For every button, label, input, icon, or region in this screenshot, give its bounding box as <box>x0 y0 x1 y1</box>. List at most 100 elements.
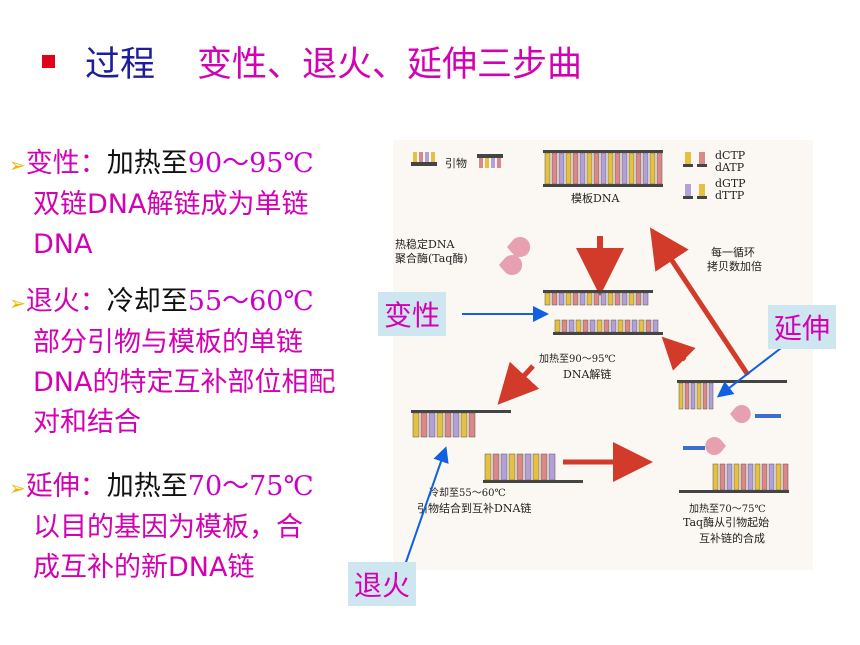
base-pair-bar <box>565 292 572 306</box>
base-pair-bar <box>532 453 540 481</box>
enzyme-icon <box>499 255 523 275</box>
anneal-label: 引物结合到互补DNA链 <box>417 501 531 515</box>
base-pair-bar <box>575 319 582 333</box>
base-pair-bar <box>621 292 628 306</box>
step-name: 延伸： <box>25 471 107 502</box>
extend-label: 加热至70～75℃ <box>689 502 766 515</box>
base-pair-bar <box>579 292 586 306</box>
bullet-arrow-icon: ➢ <box>9 153 26 177</box>
step-line: 部分引物与模板的单链 <box>33 327 303 358</box>
base-pair-bar <box>558 152 565 185</box>
base-pair-bar <box>768 463 775 491</box>
base-pair-bar <box>678 382 684 410</box>
base-pair-bar <box>551 292 558 306</box>
base-pair-bar <box>684 382 690 410</box>
annealed-dna <box>411 410 583 483</box>
step-line: 以目的基因为模板，合 <box>33 512 303 543</box>
base-pair-bar <box>747 463 754 491</box>
base-pair-bar <box>617 319 624 333</box>
enzyme-label: 聚合酶(Taq酶) <box>395 251 468 265</box>
base-pair-bar <box>558 292 565 306</box>
base-pair-bar <box>761 463 768 491</box>
denatured-dna <box>543 290 663 335</box>
base-pair-bar <box>582 319 589 333</box>
base-pair-bar <box>572 152 579 185</box>
base-pair-bar <box>460 412 468 438</box>
base-pair-bar <box>554 319 561 333</box>
callout-denature: 变性 <box>378 292 447 336</box>
dntp-label: dATP <box>715 161 745 174</box>
base-pair-bar <box>754 463 761 491</box>
base-pair-bar <box>524 453 532 481</box>
base-pair-bar <box>719 463 726 491</box>
base-pair-bar <box>607 152 614 185</box>
extend-label: Taq酶从引物起始 <box>683 515 769 529</box>
base-pair-bar <box>708 382 714 410</box>
base-pair-bar <box>568 319 575 333</box>
base-pair-bar <box>516 453 524 481</box>
base-pair-bar <box>607 292 614 306</box>
base-pair-bar <box>452 412 460 438</box>
base-pair-bar <box>540 453 548 481</box>
step-line: 成互补的新DNA链 <box>33 552 255 583</box>
base-pair-bar <box>544 292 551 306</box>
base-pair-bar <box>656 152 663 185</box>
step-extend: ➢延伸：加热至70～75℃ 以目的基因为模板，合 成互补的新DNA链 <box>9 467 314 588</box>
pcr-diagram: 引物 模板DNA dCTP dATP dGTP dTTP 热稳定DNA 聚合酶(… <box>393 140 813 570</box>
step-desc: 冷却至 <box>106 286 188 317</box>
flow-arrow <box>661 336 696 371</box>
base-pair-bar <box>635 152 642 185</box>
template-dna-icon <box>543 150 663 187</box>
flow-arrow <box>497 361 540 405</box>
base-pair-bar <box>635 292 642 306</box>
base-pair-bar <box>614 152 621 185</box>
base-pair-bar <box>586 292 593 306</box>
step-name: 变性： <box>25 148 107 179</box>
step-desc: 加热至 <box>106 471 188 502</box>
base-pair-bar <box>614 292 621 306</box>
enzyme-icon <box>507 237 531 257</box>
step-denature: ➢变性：加热至90～95℃ 双链DNA解链成为单链 DNA <box>9 144 314 265</box>
dntp-label: dCTP <box>715 149 746 162</box>
base-pair-bar <box>642 292 649 306</box>
step-temp: 55～60℃ <box>187 286 314 317</box>
base-pair-bar <box>565 152 572 185</box>
cycle-label: 拷贝数加倍 <box>707 259 762 273</box>
base-pair-bar <box>468 412 476 438</box>
step-name: 退火： <box>25 286 107 317</box>
base-pair-bar <box>492 453 500 481</box>
base-pair-bar <box>702 382 708 410</box>
primer-icon <box>411 152 503 168</box>
template-label: 模板DNA <box>571 191 620 205</box>
anneal-label: 冷却至55～60℃ <box>429 486 506 499</box>
base-pair-bar <box>733 463 740 491</box>
step-anneal: ➢退火：冷却至55～60℃ 部分引物与模板的单链 DNA的特定互补部位相配 对和… <box>9 282 335 443</box>
cycle-label: 每一循环 <box>711 245 755 259</box>
title-label: 过程 <box>85 45 156 85</box>
bullet-arrow-icon: ➢ <box>9 291 26 315</box>
enzyme-label: 热稳定DNA <box>395 237 455 251</box>
callout-extend: 延伸 <box>768 305 837 349</box>
base-pair-bar <box>508 453 516 481</box>
base-pair-bar <box>500 453 508 481</box>
base-pair-bar <box>638 319 645 333</box>
pcr-diagram-svg: 引物 模板DNA dCTP dATP dGTP dTTP 热稳定DNA 聚合酶(… <box>395 149 789 545</box>
step-temp: 70～75℃ <box>187 471 314 502</box>
base-pair-bar <box>548 453 556 481</box>
base-pair-bar <box>436 412 444 438</box>
base-pair-bar <box>621 152 628 185</box>
base-pair-bar <box>652 319 659 333</box>
bullet-arrow-icon: ➢ <box>9 476 26 500</box>
base-pair-bar <box>551 152 558 185</box>
base-pair-bar <box>690 382 696 410</box>
base-pair-bar <box>624 319 631 333</box>
extend-label: 互补链的合成 <box>699 531 765 545</box>
base-pair-bar <box>610 319 617 333</box>
base-pair-bar <box>561 319 568 333</box>
base-pair-bar <box>628 152 635 185</box>
step-line: DNA的特定互补部位相配 <box>33 367 336 398</box>
base-pair-bar <box>596 319 603 333</box>
base-pair-bar <box>782 463 789 491</box>
dntp-label: dTTP <box>715 189 745 202</box>
